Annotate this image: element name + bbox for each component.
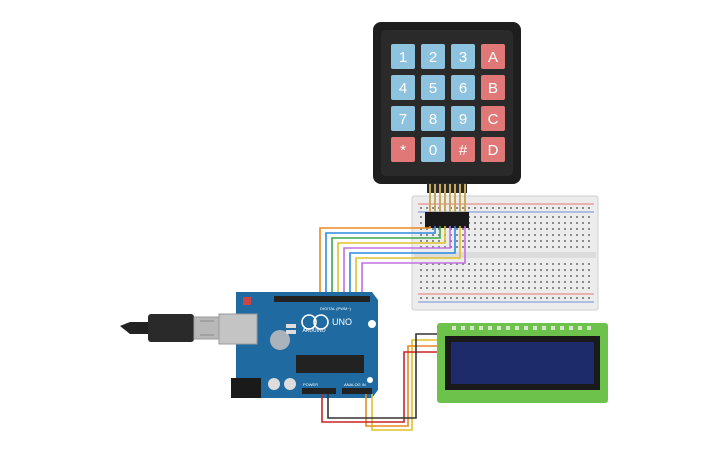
keypad-key-label: 5 xyxy=(429,80,437,97)
arduino-model: UNO xyxy=(332,317,352,327)
keypad-key-label: 1 xyxy=(399,49,407,66)
lcd-16x2[interactable] xyxy=(437,323,608,403)
keypad-key-label: 3 xyxy=(459,49,467,66)
keypad-key-label: # xyxy=(459,142,468,159)
keypad-key-label: 6 xyxy=(459,80,467,97)
keypad-key-label: B xyxy=(488,80,498,97)
usb-cable xyxy=(120,314,221,342)
keypad-key[interactable]: A xyxy=(481,44,505,69)
keypad-key[interactable]: B xyxy=(481,75,505,100)
keypad-key-label: 2 xyxy=(429,49,437,66)
keypad-key-label: 8 xyxy=(429,111,437,128)
lcd-wires xyxy=(321,333,438,431)
keypad-key[interactable]: # xyxy=(451,137,475,162)
digital-pins-label: DIGITAL (PWM~) xyxy=(320,306,352,311)
keypad-key-label: A xyxy=(488,49,498,66)
keypad-key-label: D xyxy=(488,142,499,159)
keypad-header-pins xyxy=(425,184,469,228)
keypad-key[interactable]: 2 xyxy=(421,44,445,69)
keypad-key[interactable]: 6 xyxy=(451,75,475,100)
keypad-key-label: 9 xyxy=(459,111,467,128)
keypad-key[interactable]: 5 xyxy=(421,75,445,100)
keypad-key[interactable]: 4 xyxy=(391,75,415,100)
keypad-key[interactable]: 9 xyxy=(451,106,475,131)
analog-pins-label: ANALOG IN xyxy=(344,382,366,387)
keypad-key-label: C xyxy=(488,111,499,128)
keypad[interactable]: 1 2 3 A 4 5 6 B 7 8 9 C * 0 # D xyxy=(373,22,521,193)
keypad-key[interactable]: * xyxy=(391,137,415,162)
keypad-wires xyxy=(319,226,466,298)
keypad-key[interactable]: 0 xyxy=(421,137,445,162)
arduino-brand: ARDUINO xyxy=(302,328,325,334)
keypad-key[interactable]: D xyxy=(481,137,505,162)
keypad-key[interactable]: 1 xyxy=(391,44,415,69)
keypad-key-label: 0 xyxy=(429,142,437,159)
keypad-key-label: 4 xyxy=(399,80,407,97)
arduino-uno[interactable] xyxy=(218,292,378,398)
keypad-key[interactable]: C xyxy=(481,106,505,131)
keypad-key[interactable]: 3 xyxy=(451,44,475,69)
keypad-key[interactable]: 7 xyxy=(391,106,415,131)
power-pins-label: POWER xyxy=(303,382,318,387)
keypad-key[interactable]: 8 xyxy=(421,106,445,131)
keypad-key-label: 7 xyxy=(399,111,407,128)
keypad-key-label: * xyxy=(400,142,406,159)
